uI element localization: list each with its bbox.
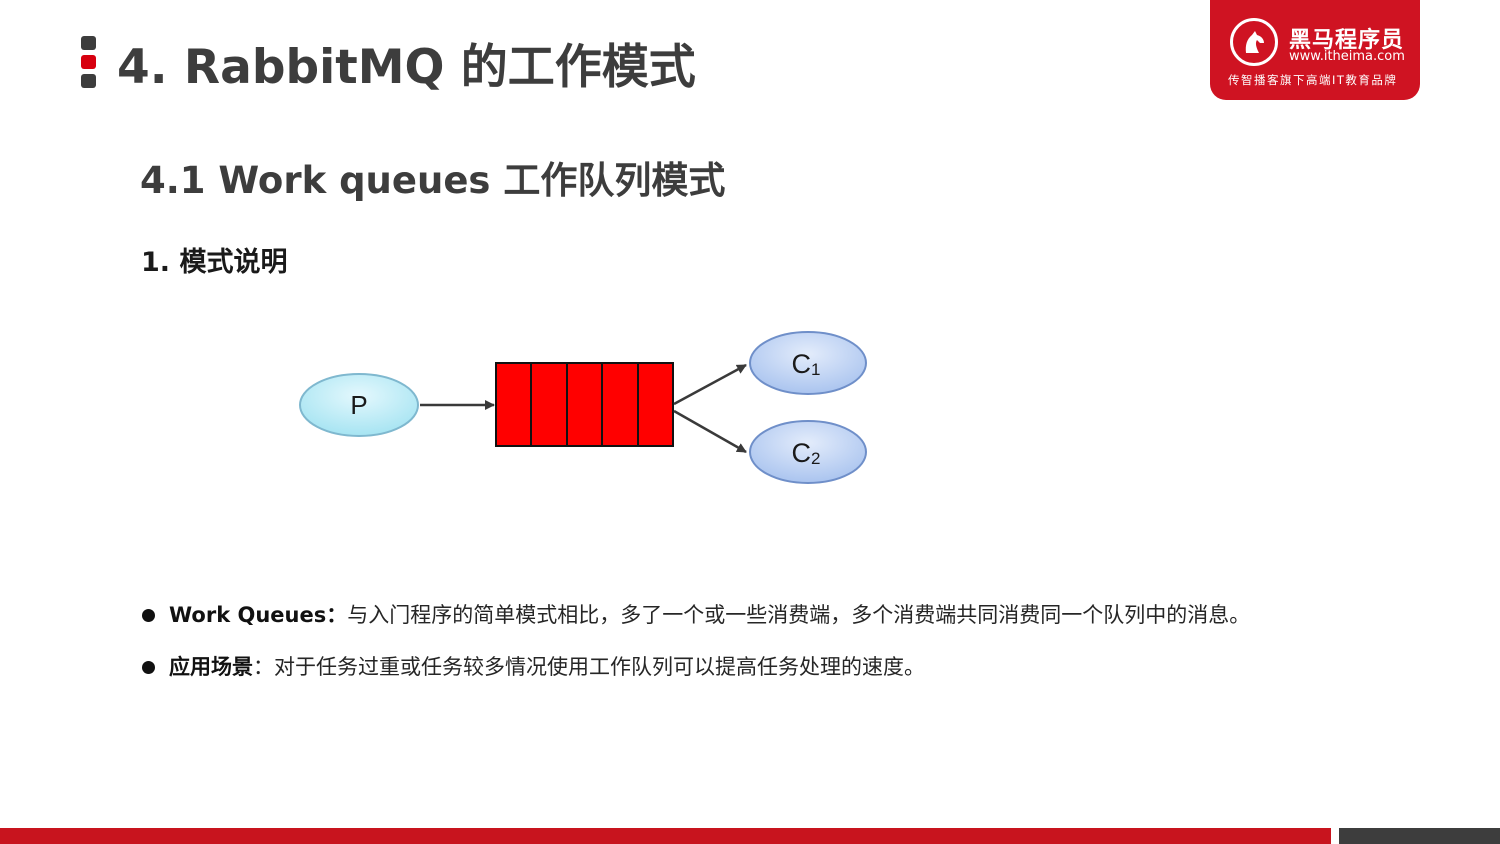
svg-text:C1: C1	[792, 349, 821, 379]
page-title: 4. RabbitMQ 的工作模式	[117, 40, 696, 95]
section-heading: 4.1 Work queues 工作队列模式	[140, 159, 726, 202]
bullet-text: 对于任务过重或任务较多情况使用工作队列可以提高任务处理的速度。	[274, 655, 925, 679]
horse-head-icon	[1230, 18, 1278, 66]
bullet-text: 与入门程序的简单模式相比，多了一个或一些消费端，多个消费端共同消费同一个队列中的…	[347, 603, 1251, 627]
bullet-icon	[142, 609, 155, 622]
brand-logo: 黑马程序员 www.itheima.com 传智播客旗下高端IT教育品牌	[1210, 0, 1420, 100]
title-marker-icon	[81, 36, 96, 88]
consumer-1-label: C	[792, 349, 812, 379]
marker-square-bottom	[81, 74, 96, 88]
queue-to-c2-arrow	[673, 409, 747, 454]
queue-node	[495, 362, 674, 447]
producer-node: P	[299, 373, 419, 437]
footer-accent-bar	[0, 828, 1331, 844]
svg-text:C2: C2	[792, 438, 821, 468]
brand-name: 黑马程序员	[1289, 28, 1405, 53]
footer-dark-bar	[1339, 828, 1500, 844]
consumer-node-1: C1	[749, 331, 867, 395]
brand-url: www.itheima.com	[1289, 49, 1405, 64]
bullet-separator: ：	[253, 655, 274, 679]
bullet-term: 应用场景	[169, 655, 253, 679]
marker-square-middle	[81, 55, 96, 69]
consumer-1-subscript: 1	[811, 360, 820, 379]
consumer-2-subscript: 2	[811, 449, 820, 468]
list-item: 应用场景：对于任务过重或任务较多情况使用工作队列可以提高任务处理的速度。	[140, 650, 1250, 702]
queue-to-c1-arrow	[673, 363, 747, 406]
sub-heading: 1. 模式说明	[141, 247, 288, 278]
bullet-term: Work Queues	[169, 603, 327, 627]
list-item: Work Queues：与入门程序的简单模式相比，多了一个或一些消费端，多个消费…	[140, 598, 1250, 650]
marker-square-top	[81, 36, 96, 50]
brand-slogan: 传智播客旗下高端IT教育品牌	[1228, 73, 1398, 87]
bullet-icon	[142, 661, 155, 674]
consumer-2-label: C	[792, 438, 812, 468]
bullet-list: Work Queues：与入门程序的简单模式相比，多了一个或一些消费端，多个消费…	[140, 598, 1250, 702]
bullet-separator: ：	[326, 603, 348, 627]
producer-label: P	[350, 390, 367, 420]
consumer-node-2: C2	[749, 420, 867, 484]
